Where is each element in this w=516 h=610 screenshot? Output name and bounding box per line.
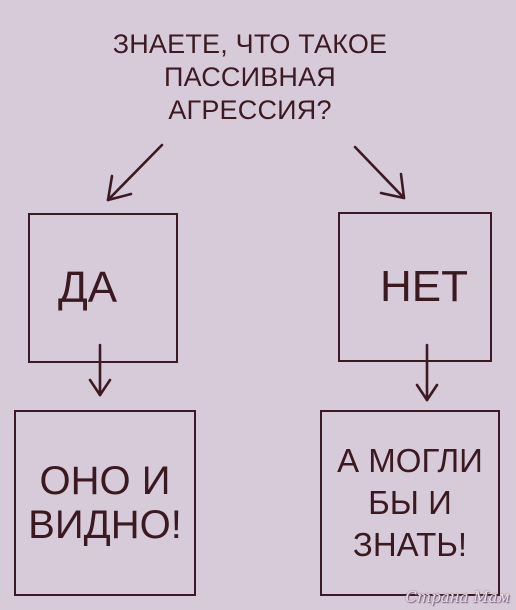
site-watermark: Страна Мам <box>405 588 510 606</box>
no-result-line-1: А МОГЛИ <box>337 442 483 479</box>
yes-box: ДА <box>28 213 178 363</box>
arrow-to-yes <box>106 143 164 202</box>
arrow-yes-to-result <box>88 343 112 397</box>
no-result-line-2: БЫ И <box>368 484 452 521</box>
yes-result-line-2: ВИДНО! <box>28 503 182 547</box>
no-result-line-3: ЗНАТЬ! <box>352 526 468 563</box>
yes-result-line-1: ОНО И <box>39 459 171 503</box>
no-result-box: А МОГЛИ БЫ И ЗНАТЬ! <box>320 410 500 596</box>
yes-label: ДА <box>58 263 118 312</box>
question-title: ЗНАЕТЕ, ЧТО ТАКОЕ ПАССИВНАЯ АГРЕССИЯ? <box>60 28 440 127</box>
arrow-no-to-result <box>415 343 439 402</box>
question-line-3: АГРЕССИЯ? <box>168 95 332 125</box>
no-box: НЕТ <box>338 212 492 362</box>
no-label: НЕТ <box>380 262 468 311</box>
question-line-1: ЗНАЕТЕ, ЧТО ТАКОЕ <box>112 29 388 59</box>
no-result-text: А МОГЛИ БЫ И ЗНАТЬ! <box>322 412 498 594</box>
yes-result-text: ОНО И ВИДНО! <box>16 412 194 594</box>
arrow-to-no <box>353 145 406 200</box>
question-line-2: ПАССИВНАЯ <box>163 62 337 92</box>
yes-result-box: ОНО И ВИДНО! <box>14 410 196 596</box>
